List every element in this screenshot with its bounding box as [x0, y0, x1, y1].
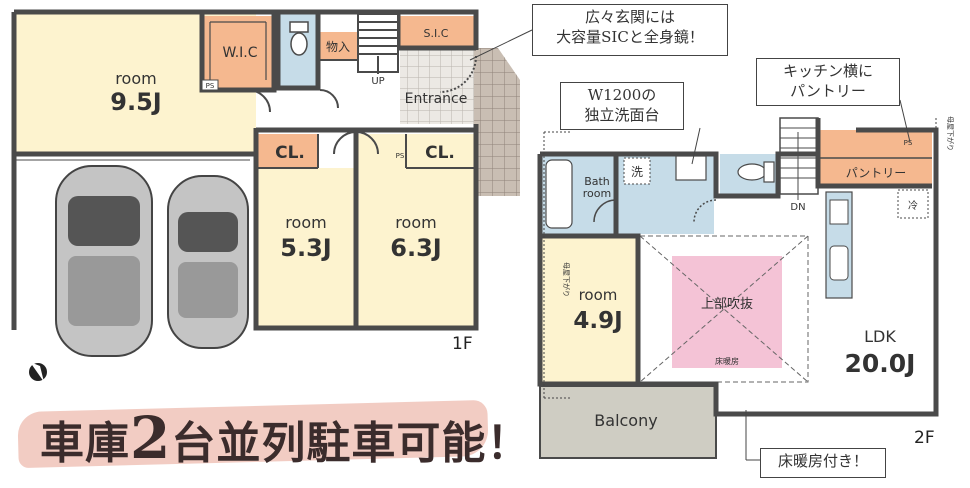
banner-text-before: 車庫	[40, 418, 130, 469]
callout-entrance-line2: 大容量SICと全身鏡！	[556, 28, 704, 46]
ps-label-2f: PS	[904, 139, 913, 147]
garage-banner: 車庫2台並列駐車可能！	[17, 398, 530, 472]
floor-label-1f: 1F	[452, 334, 473, 354]
room-1-name: room	[115, 69, 156, 88]
callout-entrance-line1: 広々玄関には	[584, 8, 675, 26]
closet-1-label: CL.	[275, 143, 305, 163]
entrance-floor	[400, 50, 474, 124]
wash-label: 洗	[631, 165, 643, 179]
room-4-name: room	[579, 286, 618, 304]
sic-label: S.I.C	[424, 27, 449, 40]
callout-washstand: W1200の 独立洗面台	[560, 82, 684, 130]
wic-area	[202, 16, 274, 88]
walls-2f	[537, 118, 939, 417]
callout-washstand-line2: 独立洗面台	[584, 106, 660, 124]
callout-heating-text: 床暖房付き！	[777, 452, 868, 470]
entrance-label: Entrance	[405, 91, 468, 107]
ps-label-1f-b: PS	[396, 152, 405, 160]
sic-area	[398, 16, 474, 48]
up-label: UP	[371, 76, 384, 87]
car-2	[167, 175, 249, 349]
room-2-size: 5.3J	[280, 234, 331, 262]
room-2-name: room	[285, 213, 326, 232]
pantry-label: パントリー	[846, 166, 907, 180]
room-4-size: 4.9J	[573, 308, 622, 334]
room-5-3j	[258, 168, 354, 326]
ps-label-1f: PS	[206, 82, 215, 90]
bath-label-line2: room	[583, 187, 611, 200]
walls-1f	[11, 9, 479, 331]
callout-pantry-line1: キッチン横に	[782, 62, 873, 80]
ceiling-note-ldk: 母屋下がり	[946, 116, 955, 151]
car-1	[55, 165, 153, 357]
floor-1f: room 9.5J W.I.C PS 物入 S.I.C UP Entrance …	[11, 9, 533, 382]
balcony-label: Balcony	[594, 411, 657, 430]
wic-label: W.I.C	[222, 45, 257, 61]
closet-2-label: CL.	[425, 143, 455, 163]
thin-lines-1f	[14, 13, 477, 169]
callout-heating: 床暖房付き！	[760, 448, 886, 478]
storage-1f	[318, 32, 358, 60]
dn-label: DN	[790, 202, 805, 213]
callout-pantry: キッチン横に パントリー	[756, 58, 900, 106]
fridge-label: 冷	[908, 199, 918, 212]
room-1-size: 9.5J	[110, 88, 161, 116]
ceiling-note-room: 母屋下がり	[562, 262, 571, 297]
callout-pantry-line2: パントリー	[790, 82, 866, 100]
banner-text: 車庫2台並列駐車可能！	[40, 404, 531, 472]
ldk-name: LDK	[864, 327, 896, 346]
banner-number: 2	[130, 404, 172, 472]
room-3-size: 6.3J	[390, 234, 441, 262]
floor-2f: Bath room 洗 room 4.9J 上部吹抜 床暖房 LDK 20.0J…	[537, 99, 955, 461]
bath-label-line1: Bath	[584, 175, 610, 188]
storage-label: 物入	[326, 40, 350, 54]
void-label: 上部吹抜	[701, 296, 753, 312]
floor-label-2f: 2F	[914, 428, 935, 448]
room-3-name: room	[395, 213, 436, 232]
callout-washstand-line1: W1200の	[587, 86, 657, 104]
porch-tiles	[474, 48, 520, 196]
banner-text-after: 台並列駐車可能！	[171, 418, 532, 469]
ldk-size: 20.0J	[845, 349, 916, 378]
callout-entrance: 広々玄関には 大容量SICと全身鏡！	[532, 4, 728, 56]
compass-icon	[29, 362, 47, 382]
floor-heating-mark: 床暖房	[715, 356, 739, 366]
closet-1	[258, 134, 318, 168]
room-4-9j	[540, 236, 638, 382]
